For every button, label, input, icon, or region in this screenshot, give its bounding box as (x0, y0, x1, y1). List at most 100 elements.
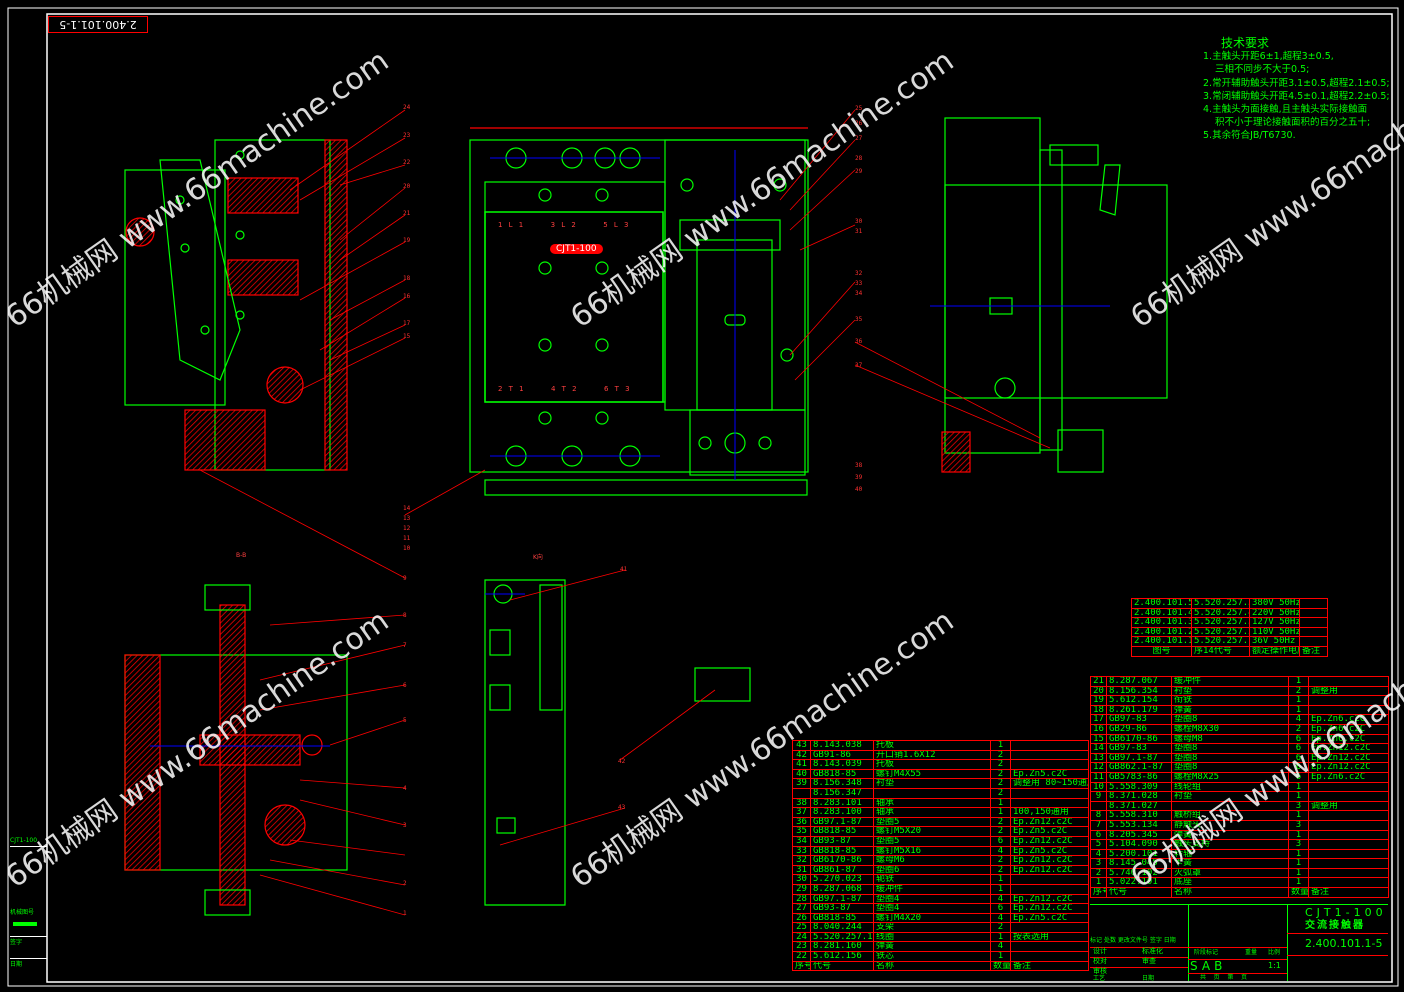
table-cell: GB97.1-87 (1106, 752, 1172, 764)
table-cell (1308, 839, 1389, 850)
table-cell: 2 (1090, 867, 1107, 879)
part-callout: 38 (855, 462, 863, 469)
table-cell: 1 (1288, 704, 1309, 716)
part-callout: 42 (618, 758, 626, 765)
tech-req-item: 4.主触头为面接触,且主触头实际接触面 (1203, 104, 1368, 116)
table-cell: 托板 (873, 759, 991, 770)
table-cell: GB97-83 (1106, 714, 1172, 725)
table-cell (1308, 858, 1389, 869)
table-cell: 弹簧 (1171, 704, 1289, 716)
table-cell: 1 (990, 874, 1011, 885)
part-callout: 11 (403, 535, 411, 542)
table-cell: Ep.Zn12.c2C (1010, 893, 1089, 905)
stage-letter: B (1214, 959, 1227, 973)
table-cell: 23 (792, 941, 811, 953)
revision-labels: 标记 处数 更改文件号 签字 日期 (1090, 937, 1176, 945)
table-cell: 1 (990, 797, 1011, 809)
table-cell: 5.520.257.3 (1191, 617, 1250, 628)
table-cell: 18 (1090, 704, 1107, 716)
table-cell: GB97.1-87 (810, 893, 874, 905)
table-cell: 5.520.257.5 (1191, 598, 1250, 609)
table-cell: GB6170-86 (810, 855, 874, 866)
part-callout: 4 (403, 785, 407, 792)
table-cell: 100,150通用 (1010, 807, 1089, 818)
part-callout: 26 (855, 120, 863, 127)
table-cell: 图号 (1131, 645, 1192, 657)
part-callout: 16 (403, 293, 411, 300)
table-cell: 2 (1288, 685, 1309, 697)
product-model: CJT1-100 (1305, 906, 1387, 919)
table-cell: 1 (990, 931, 1011, 943)
table-cell: 1 (990, 883, 1011, 895)
table-cell (1010, 749, 1089, 761)
table-cell: 27 (792, 903, 811, 914)
part-callout: 1 (403, 910, 407, 917)
part-callout: 2 (403, 880, 407, 887)
section-label-bb: B-B (236, 552, 247, 559)
table-cell (1010, 759, 1089, 770)
right-view (941, 117, 1168, 473)
tb-label: 日期 (1142, 975, 1155, 982)
tb-label: 日期 (1163, 937, 1176, 944)
table-cell: Ep.Zn12.c2C (1010, 855, 1089, 866)
table-cell: 垫圈5 (873, 835, 991, 847)
table-cell: Ep.Zn12.c2C (1010, 864, 1089, 876)
table-cell: 螺钉M4X20 (873, 912, 991, 924)
table-cell: GB93-87 (810, 903, 874, 914)
table-cell: 10 (1090, 781, 1107, 793)
part-callout: 15 (403, 333, 411, 340)
tech-req-item: 积不小于理论接触面积的百分之五十; (1215, 117, 1371, 129)
part-callout: 28 (855, 155, 863, 162)
table-cell: Ep.Zn5.c2C (1010, 826, 1089, 837)
table-cell: 15 (1090, 733, 1107, 745)
terminal-label: 2 T 1 (498, 385, 526, 393)
table-cell: 名称 (873, 960, 991, 972)
scale: 1:1 (1268, 961, 1281, 970)
part-callout: 20 (403, 183, 411, 190)
table-cell: 备注 (1308, 887, 1389, 898)
table-cell: 3 (1288, 819, 1309, 831)
table-cell: 6 (990, 903, 1011, 914)
table-cell: 39 (792, 778, 811, 789)
leader-lines (199, 109, 1051, 916)
table-row: 245.520.257.1-5线圈1按表选用 (792, 931, 1089, 943)
part-callout: 17 (403, 320, 411, 327)
table-cell: 备注 (1010, 960, 1089, 972)
tb-label: 处数 (1103, 937, 1116, 944)
tb-label: 签字 (1149, 937, 1162, 944)
terminal-label: 1 L 1 (498, 221, 526, 229)
table-cell: 8.283.100 (810, 807, 874, 818)
part-callout: 24 (403, 104, 411, 111)
table-cell: 2 (990, 778, 1011, 789)
table-cell: 垫圈6 (873, 864, 991, 876)
table-cell: 4 (990, 845, 1011, 857)
table-cell: 代号 (810, 960, 874, 972)
table-cell: 螺母M6 (873, 855, 991, 866)
part-callout: 33 (855, 280, 863, 287)
table-cell: 5.520.257.1-5 (810, 931, 874, 943)
tb-label: 第 (1227, 974, 1234, 981)
table-cell (1308, 829, 1389, 841)
table-cell: 37 (792, 807, 811, 818)
terminal-label: 3 L 2 (550, 221, 578, 229)
section-label-k: K向 (533, 554, 543, 561)
part-callout: 31 (855, 228, 863, 235)
table-cell: 5.558.310 (1106, 810, 1172, 821)
table-row: 序号代号名称数量备注 (792, 960, 1089, 972)
table-cell: 41 (792, 759, 811, 770)
table-cell (1308, 867, 1389, 879)
table-cell: 灭弧罩 (1171, 867, 1289, 879)
table-cell: 19 (1090, 695, 1107, 706)
table-cell: 3 (1288, 839, 1309, 850)
table-cell: 34 (792, 835, 811, 847)
table-cell: 2 (990, 922, 1011, 933)
table-cell: 2 (990, 749, 1011, 761)
table-cell: 底座 (1171, 877, 1289, 889)
